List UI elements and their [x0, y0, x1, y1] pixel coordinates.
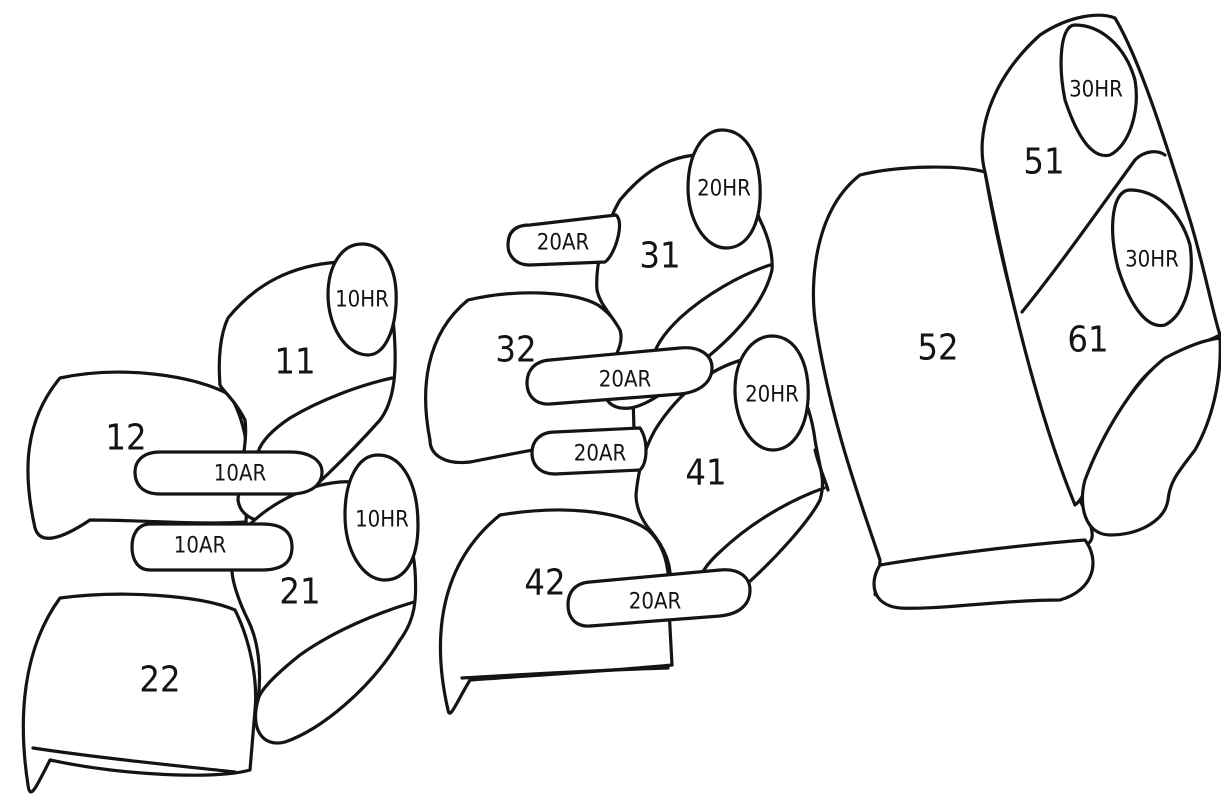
- headrest-20hr-top: [686, 128, 762, 250]
- armrest-10ar-upper: [133, 450, 324, 496]
- label-20ar-lower: 20AR: [574, 442, 627, 467]
- label-10hr-top: 10HR: [335, 288, 389, 313]
- seat-back-51-61: [980, 13, 1221, 507]
- label-42: 42: [524, 563, 565, 604]
- label-61: 61: [1067, 320, 1108, 361]
- seat-31-side-line: [650, 263, 772, 362]
- armrest-10ar-lower: [130, 522, 294, 572]
- label-10hr-bottom: 10HR: [355, 508, 409, 533]
- label-30hr-top: 30HR: [1069, 78, 1123, 103]
- label-51: 51: [1023, 142, 1064, 183]
- label-10ar-lower: 10AR: [174, 534, 227, 559]
- headrest-30hr-bottom: [1111, 188, 1193, 328]
- label-22: 22: [139, 660, 180, 701]
- seat-22-front-line: [31, 746, 237, 774]
- label-12: 12: [105, 418, 146, 459]
- headrest-20hr-bottom: [733, 334, 810, 452]
- armrest-20ar-bottom: [566, 568, 752, 628]
- label-20ar-mid: 20AR: [599, 368, 652, 393]
- label-32: 32: [495, 330, 536, 371]
- armrest-20ar-top-left: [506, 213, 622, 267]
- label-20ar-bottom: 20AR: [629, 590, 682, 615]
- label-11: 11: [274, 342, 315, 383]
- seat-42-front-line: [460, 666, 670, 680]
- seat-11-side-line: [256, 376, 394, 454]
- label-20ar-top-left: 20AR: [537, 231, 590, 256]
- armrest-20ar-mid: [525, 346, 714, 406]
- label-21: 21: [279, 572, 320, 613]
- seat-cushion-22: [21, 592, 258, 794]
- seat-41-back-line: [813, 448, 830, 492]
- headrest-10hr-bottom: [343, 453, 420, 582]
- seat-group-5: [811, 13, 1221, 610]
- label-20hr-top: 20HR: [697, 177, 751, 202]
- label-31: 31: [639, 236, 680, 277]
- seat-51-61-divider: [1020, 150, 1167, 314]
- armrest-20ar-lower: [530, 426, 648, 476]
- label-52: 52: [917, 328, 958, 369]
- seat-cushion-52-front: [872, 538, 1095, 610]
- headrest-30hr-top: [1059, 23, 1138, 158]
- seat-group-4: [438, 334, 830, 715]
- headrest-10hr-top: [326, 242, 398, 357]
- label-20hr-bottom: 20HR: [745, 383, 799, 408]
- label-41: 41: [685, 453, 726, 494]
- seat-back-61-right: [1080, 336, 1221, 537]
- label-30hr-bottom: 30HR: [1125, 248, 1179, 273]
- seat-21-side-line: [256, 600, 416, 702]
- label-10ar-upper: 10AR: [214, 462, 267, 487]
